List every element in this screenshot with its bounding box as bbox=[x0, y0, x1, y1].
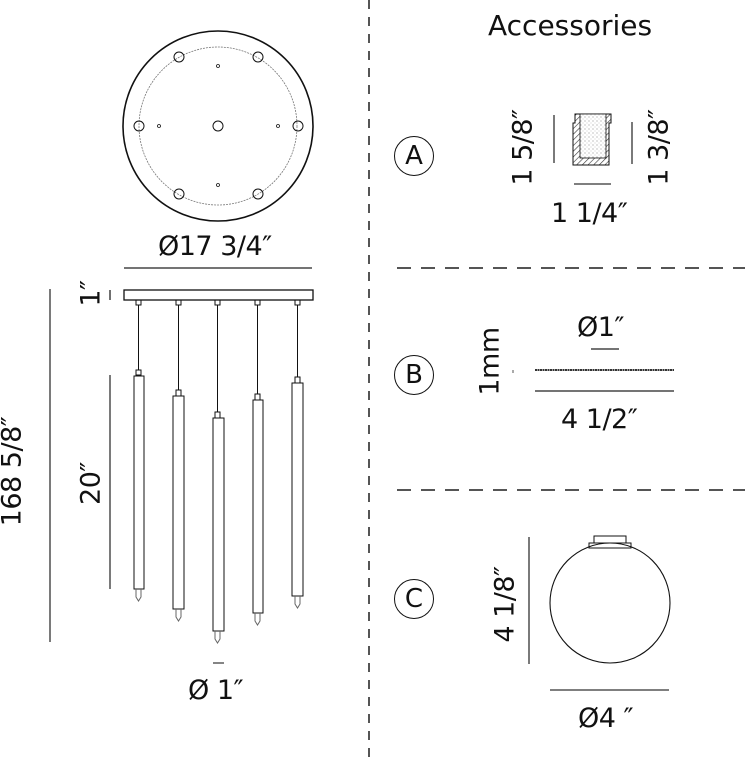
accessory-c-drawing bbox=[528, 535, 671, 691]
canopy-height-label: 1″ bbox=[75, 280, 107, 307]
accessory-a-height-right: 1 3/8″ bbox=[643, 109, 675, 186]
canopy-diameter-label: Ø17 3/4″ bbox=[158, 231, 272, 262]
canopy-side-view bbox=[123, 289, 314, 301]
accessory-c-diameter: Ø4 ″ bbox=[578, 703, 634, 734]
canopy-top-view bbox=[122, 30, 314, 222]
accessory-a-marker: A bbox=[394, 136, 434, 176]
accessory-b-thickness: 1mm bbox=[474, 327, 506, 396]
pendants bbox=[133, 299, 304, 644]
accessory-c-marker: C bbox=[394, 579, 434, 619]
rod-diameter-label: Ø 1″ bbox=[188, 675, 244, 706]
accessory-b-drawing bbox=[512, 348, 674, 392]
accessory-b-length: 4 1/2″ bbox=[561, 404, 638, 435]
accessory-a-height-left: 1 5/8″ bbox=[507, 109, 539, 186]
accessory-a-width: 1 1/4″ bbox=[551, 198, 628, 229]
accessories-title: Accessories bbox=[488, 9, 653, 42]
accessory-a-drawing bbox=[553, 113, 633, 185]
accessory-b-diameter: Ø1″ bbox=[577, 312, 625, 343]
rod-length-label: 20″ bbox=[75, 462, 107, 505]
accessory-c-height: 4 1/8″ bbox=[489, 566, 521, 643]
accessory-b-marker: B bbox=[394, 355, 434, 395]
overall-height-label: 168 5/8″ bbox=[0, 416, 28, 527]
